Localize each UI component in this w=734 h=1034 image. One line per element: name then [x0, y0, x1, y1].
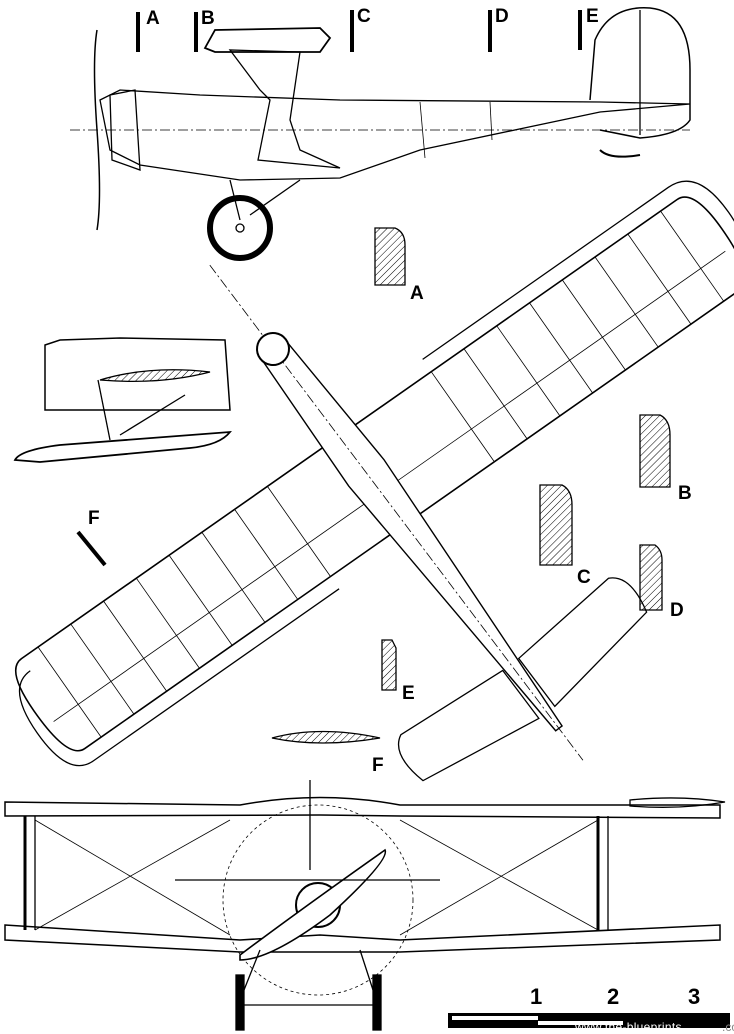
section-label-e-side: E	[586, 6, 599, 27]
watermark: www.the-blueprints	[575, 1020, 682, 1034]
airfoil-sections	[271, 227, 726, 808]
section-label-d: D	[670, 600, 684, 621]
scale-tick-1: 1	[530, 984, 543, 1009]
section-label-c-side: C	[357, 6, 371, 27]
section-label-a-side: A	[146, 8, 160, 29]
watermark-suffix: .com	[722, 1020, 734, 1034]
section-label-d-side: D	[495, 6, 509, 27]
section-label-f-marker: F	[88, 508, 100, 529]
scale-bar	[448, 1013, 730, 1028]
section-label-e: E	[402, 683, 415, 704]
section-label-b: B	[678, 483, 692, 504]
scale-tick-2: 2	[607, 984, 620, 1009]
front-view	[4, 780, 721, 1031]
section-label-b-side: B	[201, 8, 215, 29]
ski-detail	[13, 337, 232, 463]
section-label-c: C	[577, 567, 591, 588]
section-label-a: A	[410, 283, 424, 304]
side-view	[70, 7, 691, 261]
section-markers	[76, 10, 582, 567]
scale-tick-3: 3	[688, 984, 701, 1009]
section-label-f: F	[372, 755, 384, 776]
top-view	[14, 180, 734, 782]
